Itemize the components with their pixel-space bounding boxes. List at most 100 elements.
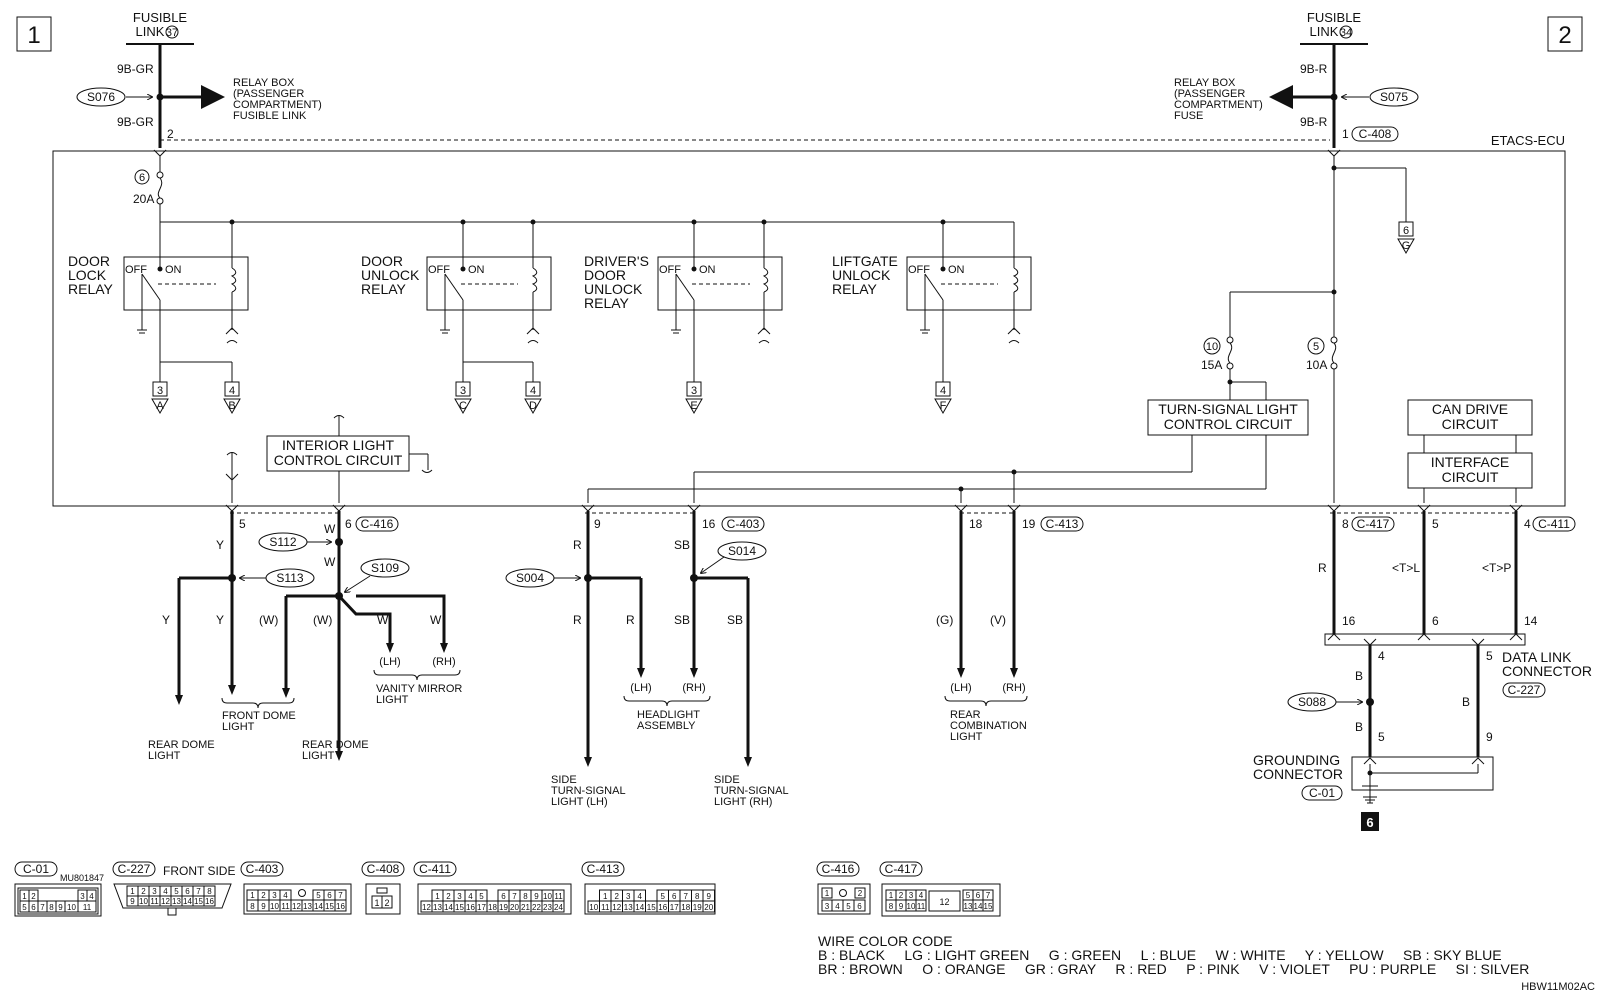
svg-text:10: 10 xyxy=(907,902,916,911)
pin-label: 5 xyxy=(1432,517,1439,531)
connector-pin-label: 22 xyxy=(532,903,541,912)
svg-text:REAR DOME: REAR DOME xyxy=(148,739,215,751)
interior-light-control-circuit: INTERIOR LIGHT CONTROL CIRCUIT xyxy=(266,435,410,472)
wire-label: R xyxy=(573,538,582,552)
svg-text:E: E xyxy=(690,400,697,412)
splice-s004: S004 xyxy=(505,568,580,588)
svg-text:C-413: C-413 xyxy=(587,862,620,876)
splice-s113: S113 xyxy=(240,568,315,588)
svg-text:(PASSENGER: (PASSENGER xyxy=(233,88,304,100)
pin-label: 5 xyxy=(1378,730,1385,744)
svg-text:4: 4 xyxy=(229,385,235,397)
svg-text:3: 3 xyxy=(909,891,914,900)
wire-label: SB xyxy=(674,538,690,552)
splice-s088: S088 xyxy=(1287,692,1362,712)
svg-text:ON: ON xyxy=(165,264,182,276)
svg-text:COMPARTMENT): COMPARTMENT) xyxy=(1174,99,1263,111)
rear-dome-light-left: REAR DOME LIGHT xyxy=(148,739,215,762)
svg-text:UNLOCK: UNLOCK xyxy=(832,267,891,283)
svg-text:11: 11 xyxy=(281,902,290,911)
svg-text:14: 14 xyxy=(314,902,323,911)
connector-pin-label: 1 xyxy=(435,892,440,901)
svg-text:8: 8 xyxy=(207,887,212,896)
svg-text:3: 3 xyxy=(825,902,830,911)
svg-text:C-413: C-413 xyxy=(1046,517,1079,531)
connector-pin-label: 17 xyxy=(477,903,486,912)
svg-text:14: 14 xyxy=(183,897,192,906)
ref-flag-4f: 4 F xyxy=(934,381,952,415)
svg-text:A: A xyxy=(156,400,164,412)
connector-pin-label: 2 xyxy=(615,892,620,901)
svg-text:BR : BROWN O : ORANGE: BR : BROWN O : ORANGE GR : GRAY R : RED … xyxy=(818,961,1529,977)
svg-text:C-416: C-416 xyxy=(361,517,394,531)
splice-s112: S112 xyxy=(258,532,331,552)
connector-pin-label: 4 xyxy=(468,892,473,901)
svg-text:COMBINATION: COMBINATION xyxy=(950,720,1027,732)
connector-c413-tag: C-413 xyxy=(1040,516,1084,532)
svg-text:12: 12 xyxy=(939,897,949,907)
svg-text:2: 2 xyxy=(261,891,266,900)
svg-text:D: D xyxy=(529,400,537,412)
svg-text:OFF: OFF xyxy=(908,264,930,276)
svg-text:B: B xyxy=(228,400,235,412)
svg-text:2: 2 xyxy=(141,887,146,896)
pin-label: 2 xyxy=(167,127,174,141)
wire-label: R xyxy=(626,613,635,627)
connector-pin-label: 16 xyxy=(466,903,475,912)
svg-text:6: 6 xyxy=(1403,225,1409,237)
connector-pin-label: 7 xyxy=(684,892,689,901)
connector-pin-label: 1 xyxy=(603,892,608,901)
connector-pin-label: 2 xyxy=(446,892,451,901)
ref-flag-4b: 4 B xyxy=(223,381,241,415)
svg-text:8: 8 xyxy=(250,902,255,911)
svg-text:14: 14 xyxy=(974,902,983,911)
wire-label: 9B-GR xyxy=(117,62,154,76)
ground-point-symbol: 6 xyxy=(1361,812,1379,831)
svg-text:7: 7 xyxy=(196,887,201,896)
svg-text:C-411: C-411 xyxy=(1538,517,1570,531)
svg-text:ON: ON xyxy=(468,264,485,276)
svg-text:(RH): (RH) xyxy=(432,656,455,668)
page-marker-left: 1 xyxy=(16,16,52,52)
svg-text:TURN-SIGNAL LIGHT: TURN-SIGNAL LIGHT xyxy=(1158,401,1298,417)
svg-text:(RH): (RH) xyxy=(682,682,705,694)
connector-pin-label: 19 xyxy=(499,903,508,912)
svg-text:LINK: LINK xyxy=(1310,24,1339,39)
wire-color-legend: WIRE COLOR CODE B : BLACK LG : LIGHT GRE… xyxy=(818,933,1529,977)
connector-pin-label: 7 xyxy=(512,892,517,901)
svg-text:FUSIBLE: FUSIBLE xyxy=(133,10,188,25)
connector-pin-label: 12 xyxy=(422,903,431,912)
wire-label: W xyxy=(324,522,336,536)
svg-text:INTERFACE: INTERFACE xyxy=(1431,454,1510,470)
svg-text:RELAY: RELAY xyxy=(361,281,407,297)
interface-circuit: INTERFACE CIRCUIT xyxy=(1407,452,1533,489)
wire-label: 9B-R xyxy=(1300,115,1328,129)
svg-text:C-411: C-411 xyxy=(419,862,451,876)
svg-text:DOOR: DOOR xyxy=(68,253,110,269)
svg-text:13: 13 xyxy=(303,902,312,911)
pin-label: 9 xyxy=(594,517,601,531)
svg-text:4: 4 xyxy=(530,385,536,397)
data-link-connector: DATA LINK CONNECTOR C-227 xyxy=(1324,633,1592,698)
pin-label: 14 xyxy=(1524,614,1538,628)
svg-text:B : BLACK LG : LIGHT GREEN: B : BLACK LG : LIGHT GREEN G : GREEN L :… xyxy=(818,947,1502,963)
connector-c408-tag: C-408 xyxy=(1351,126,1399,142)
connector-pin-cell xyxy=(552,900,565,913)
svg-text:OFF: OFF xyxy=(125,264,147,276)
svg-text:(LH): (LH) xyxy=(630,682,651,694)
can-drive-circuit: CAN DRIVE CIRCUIT xyxy=(1407,399,1533,436)
svg-text:LIGHT: LIGHT xyxy=(376,694,409,706)
connector-view-c416: C-416 1 2 3 4 5 6 xyxy=(816,861,871,915)
svg-text:CIRCUIT: CIRCUIT xyxy=(1442,469,1499,485)
svg-text:MU801847: MU801847 xyxy=(60,873,104,883)
svg-text:ASSEMBLY: ASSEMBLY xyxy=(637,720,696,732)
connector-pin-label: 6 xyxy=(672,892,677,901)
door-lock-relay: DOOR LOCK RELAY OFF ON xyxy=(68,222,249,382)
svg-text:8: 8 xyxy=(49,903,54,912)
svg-text:3: 3 xyxy=(80,892,85,901)
svg-text:3: 3 xyxy=(691,385,697,397)
svg-text:RELAY: RELAY xyxy=(832,281,878,297)
svg-text:S076: S076 xyxy=(87,90,115,104)
svg-text:2: 2 xyxy=(858,889,863,898)
